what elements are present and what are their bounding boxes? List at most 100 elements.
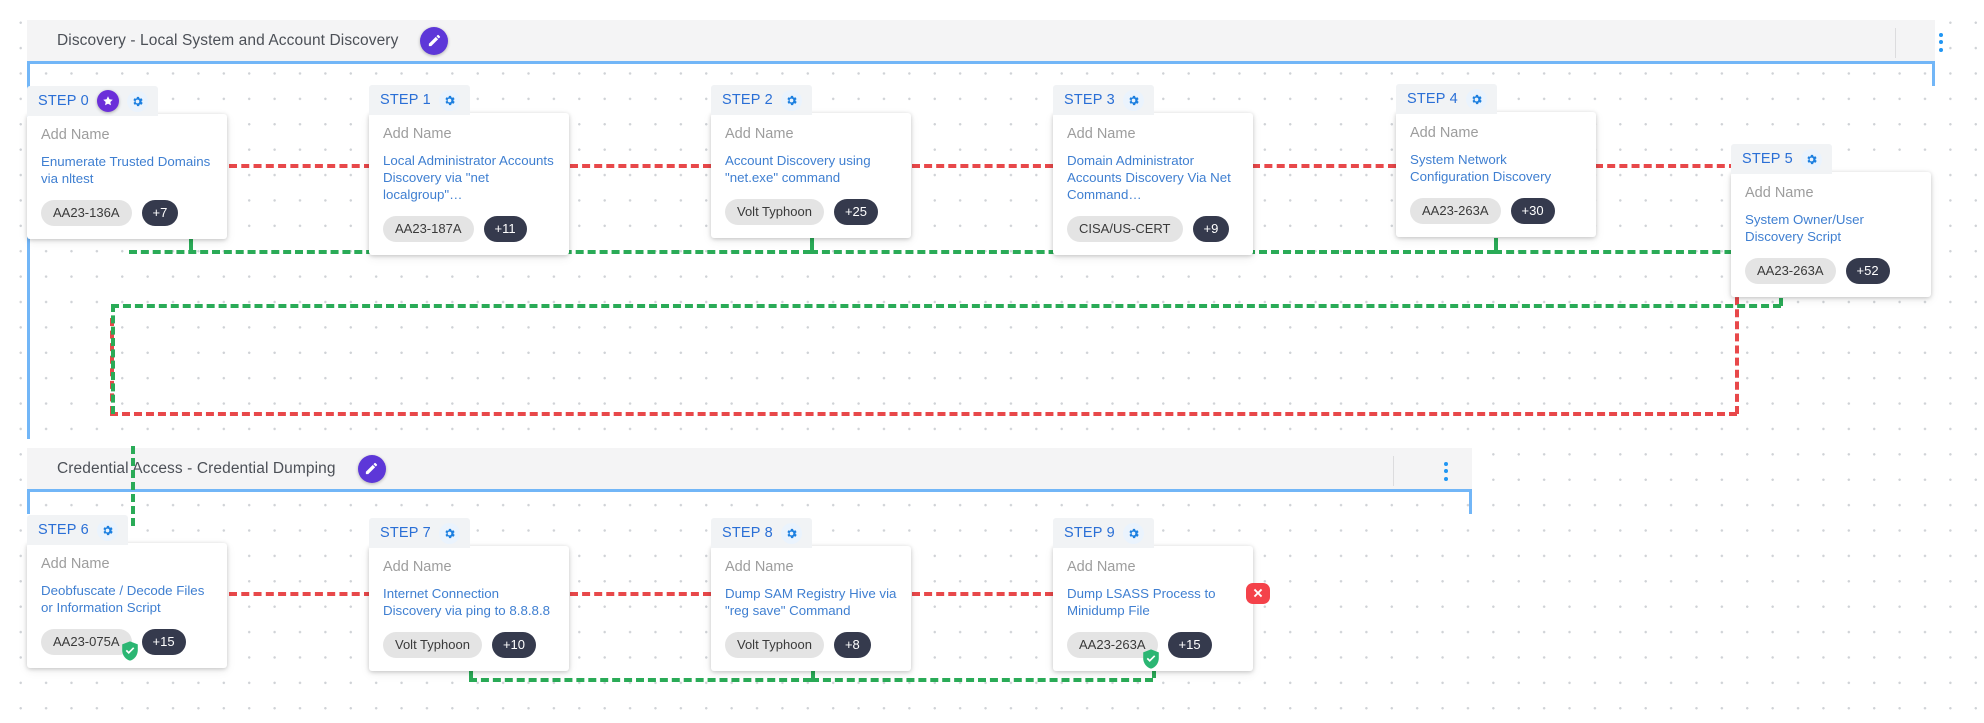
node-step-3[interactable]: STEP 3 Add Name Domain Administrator Acc… bbox=[1053, 85, 1253, 256]
node-name-placeholder[interactable]: Add Name bbox=[383, 126, 452, 142]
source-pill[interactable]: AA23-187A bbox=[383, 216, 474, 243]
node-name-placeholder[interactable]: Add Name bbox=[383, 559, 452, 575]
tag-row: Volt Typhoon +8 bbox=[725, 632, 897, 659]
more-count-badge[interactable]: +11 bbox=[483, 216, 527, 243]
source-pill[interactable]: Volt Typhoon bbox=[725, 199, 824, 226]
node-step-1[interactable]: STEP 1 Add Name Local Administrator Acco… bbox=[369, 85, 569, 256]
source-pill[interactable]: AA23-263A bbox=[1067, 632, 1158, 659]
tag-row: Volt Typhoon +25 bbox=[725, 199, 897, 226]
technique-link[interactable]: Dump SAM Registry Hive via "reg save" Co… bbox=[725, 586, 897, 619]
more-count-badge[interactable]: +9 bbox=[1192, 216, 1230, 243]
node-name-placeholder[interactable]: Add Name bbox=[1067, 126, 1136, 142]
step-label: STEP 5 bbox=[1742, 151, 1793, 167]
source-pill[interactable]: AA23-136A bbox=[41, 200, 132, 227]
node-tab-step-9[interactable]: STEP 9 bbox=[1053, 518, 1154, 548]
edit-lane-discovery-button[interactable] bbox=[420, 26, 449, 55]
source-pill[interactable]: AA23-263A bbox=[1410, 198, 1501, 225]
node-step-9[interactable]: STEP 9 Add Name Dump LSASS Process to Mi… bbox=[1053, 518, 1253, 672]
more-count-badge[interactable]: +15 bbox=[141, 629, 186, 656]
technique-link[interactable]: System Network Configuration Discovery bbox=[1410, 152, 1552, 185]
node-name-placeholder[interactable]: Add Name bbox=[1745, 185, 1814, 201]
more-count-badge[interactable]: +15 bbox=[1167, 632, 1212, 659]
technique-link[interactable]: Account Discovery using "net.exe" comman… bbox=[725, 153, 871, 186]
technique-link[interactable]: System Owner/User Discovery Script bbox=[1745, 212, 1864, 245]
source-pill[interactable]: Volt Typhoon bbox=[725, 632, 824, 659]
gear-icon[interactable] bbox=[780, 522, 802, 544]
edge-green-2-3 bbox=[810, 250, 1152, 254]
more-count-badge[interactable]: +25 bbox=[833, 199, 878, 226]
node-card-step-5[interactable]: Add Name System Owner/User Discovery Scr… bbox=[1731, 172, 1931, 298]
node-name-placeholder[interactable]: Add Name bbox=[41, 127, 110, 143]
gear-icon[interactable] bbox=[1800, 148, 1822, 170]
technique-link[interactable]: Internet Connection Discovery via ping t… bbox=[383, 586, 551, 619]
node-card-step-7[interactable]: Add Name Internet Connection Discovery v… bbox=[369, 546, 569, 672]
node-step-4[interactable]: STEP 4 Add Name System Network Configura… bbox=[1396, 84, 1596, 238]
star-icon[interactable] bbox=[96, 90, 119, 112]
gear-icon[interactable] bbox=[1465, 88, 1487, 110]
node-name-placeholder[interactable]: Add Name bbox=[41, 556, 110, 572]
node-step-7[interactable]: STEP 7 Add Name Internet Connection Disc… bbox=[369, 518, 569, 672]
node-card-step-9[interactable]: Add Name Dump LSASS Process to Minidump … bbox=[1053, 546, 1253, 672]
pencil-icon bbox=[428, 34, 441, 47]
more-count-badge[interactable]: +10 bbox=[491, 632, 536, 659]
node-tab-step-7[interactable]: STEP 7 bbox=[369, 518, 470, 548]
technique-link[interactable]: Deobfuscate / Decode Files or Informatio… bbox=[41, 583, 205, 616]
lane-menu-discovery-button[interactable] bbox=[1930, 27, 1952, 57]
gear-icon[interactable] bbox=[780, 89, 802, 111]
node-name-placeholder[interactable]: Add Name bbox=[1410, 125, 1479, 141]
gear-icon[interactable] bbox=[438, 522, 460, 544]
source-pill[interactable]: AA23-263A bbox=[1745, 258, 1836, 285]
tag-row: AA23-075A +15 bbox=[41, 629, 213, 656]
lane-menu-credential-access-button[interactable] bbox=[1435, 456, 1457, 486]
technique-link[interactable]: Local Administrator Accounts Discovery v… bbox=[383, 153, 554, 203]
more-count-badge[interactable]: +30 bbox=[1510, 198, 1555, 225]
node-name-placeholder[interactable]: Add Name bbox=[725, 559, 794, 575]
node-tab-step-2[interactable]: STEP 2 bbox=[711, 85, 812, 115]
tag-row: AA23-263A +15 bbox=[1067, 632, 1239, 659]
edge-green-4-5 bbox=[1494, 250, 1781, 254]
node-tab-step-5[interactable]: STEP 5 bbox=[1731, 144, 1832, 174]
node-tab-step-3[interactable]: STEP 3 bbox=[1053, 85, 1154, 115]
gear-icon[interactable] bbox=[438, 89, 460, 111]
node-name-placeholder[interactable]: Add Name bbox=[725, 126, 794, 142]
node-card-step-8[interactable]: Add Name Dump SAM Registry Hive via "reg… bbox=[711, 546, 911, 672]
edit-lane-credential-access-button[interactable] bbox=[357, 454, 386, 483]
technique-link[interactable]: Enumerate Trusted Domains via nltest bbox=[41, 154, 211, 187]
node-card-step-2[interactable]: Add Name Account Discovery using "net.ex… bbox=[711, 113, 911, 239]
node-tab-step-0[interactable]: STEP 0 bbox=[27, 86, 158, 116]
tag-row: AA23-263A +30 bbox=[1410, 198, 1582, 225]
node-tab-step-6[interactable]: STEP 6 bbox=[27, 515, 128, 545]
source-pill[interactable]: AA23-075A bbox=[41, 629, 132, 656]
tag-row: Volt Typhoon +10 bbox=[383, 632, 555, 659]
technique-link[interactable]: Domain Administrator Accounts Discovery … bbox=[1067, 153, 1231, 203]
source-pill[interactable]: CISA/US-CERT bbox=[1067, 216, 1183, 243]
more-count-badge[interactable]: +8 bbox=[833, 632, 871, 659]
status-badge-failure-step-9[interactable] bbox=[1246, 582, 1270, 604]
technique-link[interactable]: Dump LSASS Process to Minidump File bbox=[1067, 586, 1216, 619]
status-badge-success-step-6[interactable] bbox=[119, 640, 141, 662]
node-card-step-4[interactable]: Add Name System Network Configuration Di… bbox=[1396, 112, 1596, 238]
node-card-step-1[interactable]: Add Name Local Administrator Accounts Di… bbox=[369, 113, 569, 256]
source-pill[interactable]: Volt Typhoon bbox=[383, 632, 482, 659]
node-name-placeholder[interactable]: Add Name bbox=[1067, 559, 1136, 575]
node-tab-step-8[interactable]: STEP 8 bbox=[711, 518, 812, 548]
gear-icon[interactable] bbox=[1122, 522, 1144, 544]
gear-icon[interactable] bbox=[1122, 89, 1144, 111]
status-badge-success-step-9[interactable] bbox=[1140, 648, 1162, 670]
node-step-5[interactable]: STEP 5 Add Name System Owner/User Discov… bbox=[1731, 144, 1931, 298]
node-tab-step-1[interactable]: STEP 1 bbox=[369, 85, 470, 115]
kebab-dot bbox=[1939, 32, 1943, 37]
lane-header-discovery: Discovery - Local System and Account Dis… bbox=[27, 20, 1935, 64]
node-card-step-3[interactable]: Add Name Domain Administrator Accounts D… bbox=[1053, 113, 1253, 256]
node-step-8[interactable]: STEP 8 Add Name Dump SAM Registry Hive v… bbox=[711, 518, 911, 672]
node-step-2[interactable]: STEP 2 Add Name Account Discovery using … bbox=[711, 85, 911, 239]
edge-green-1-2 bbox=[468, 250, 811, 254]
node-step-0[interactable]: STEP 0 Add Name Enumerate Trusted Domain… bbox=[27, 86, 227, 240]
gear-icon[interactable] bbox=[96, 519, 118, 541]
node-tab-step-4[interactable]: STEP 4 bbox=[1396, 84, 1497, 114]
gear-icon[interactable] bbox=[126, 90, 148, 112]
node-card-step-0[interactable]: Add Name Enumerate Trusted Domains via n… bbox=[27, 114, 227, 240]
more-count-badge[interactable]: +7 bbox=[141, 200, 179, 227]
more-count-badge[interactable]: +52 bbox=[1845, 258, 1890, 285]
